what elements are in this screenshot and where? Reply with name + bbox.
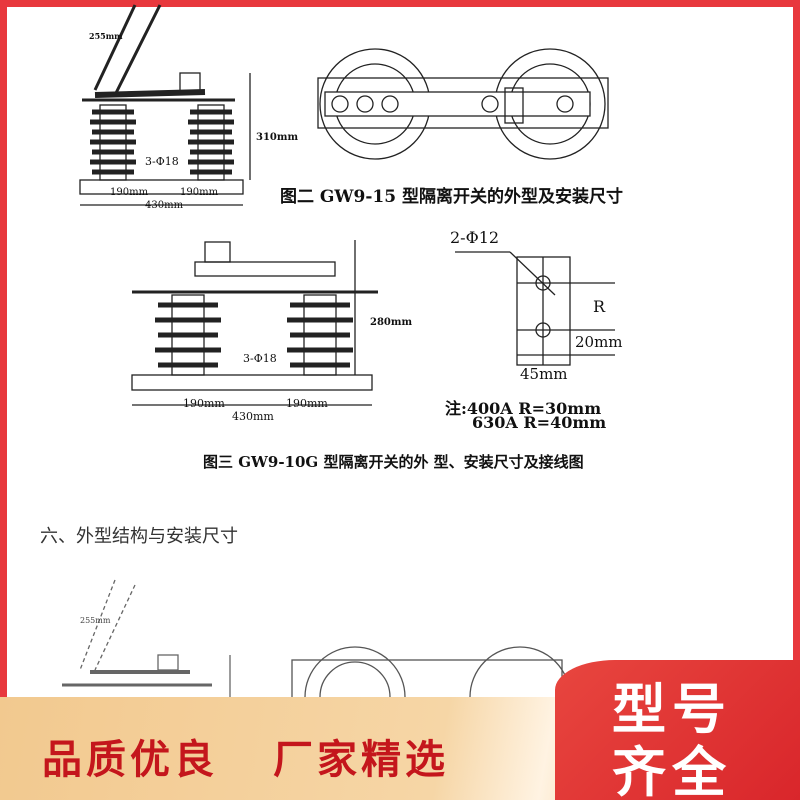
terminal-holes-dim: 2-Φ12 (450, 228, 500, 247)
badge-line-2: 齐全 (612, 741, 732, 804)
terminal-note-1: 注:400A R=30mm (445, 399, 602, 418)
figure3-side-view (131, 240, 378, 406)
fig2-left-dim: 190mm (110, 187, 149, 198)
figure3-terminal-plate (455, 251, 615, 366)
slogan-factory: 厂家精选 (273, 737, 449, 783)
bottom-top-view (291, 646, 571, 701)
fig3-height-dim: 280mm (370, 317, 413, 328)
fig3-right-dim: 190mm (286, 397, 328, 410)
fig2-right-dim: 190mm (180, 187, 219, 198)
bottom-side-view (62, 579, 231, 697)
badge-line-1: 型号 (612, 678, 732, 741)
terminal-r-label: R (593, 297, 606, 316)
terminal-width-dim: 45mm (520, 365, 568, 383)
badge-box (555, 660, 800, 800)
fig2-height-dim: 310mm (256, 132, 299, 143)
terminal-edge-dim: 20mm (575, 333, 623, 351)
fig2-holes-dim: 3-Φ18 (145, 155, 179, 168)
fig3-holes-dim: 3-Φ18 (243, 352, 277, 365)
terminal-note-2: 630A R=40mm (472, 413, 607, 432)
bottom-blade-dim: 255mm (80, 616, 111, 625)
figure2-side-view (79, 4, 251, 206)
fig3-total-dim: 430mm (232, 410, 274, 423)
fig3-left-dim: 190mm (183, 397, 225, 410)
section-title: 六、外型结构与安装尺寸 (40, 526, 238, 547)
fig3-caption: 图三 GW9-10G 型隔离开关的外 型、安装尺寸及接线图 (203, 453, 584, 471)
fig2-blade-dim: 255mm (89, 31, 123, 41)
fig2-caption: 图二 GW9-15 型隔离开关的外型及安装尺寸 (280, 187, 623, 207)
slogan-quality: 品质优良 (42, 737, 218, 783)
fig2-total-dim: 430mm (145, 200, 184, 211)
figure2-top-view (317, 48, 609, 160)
